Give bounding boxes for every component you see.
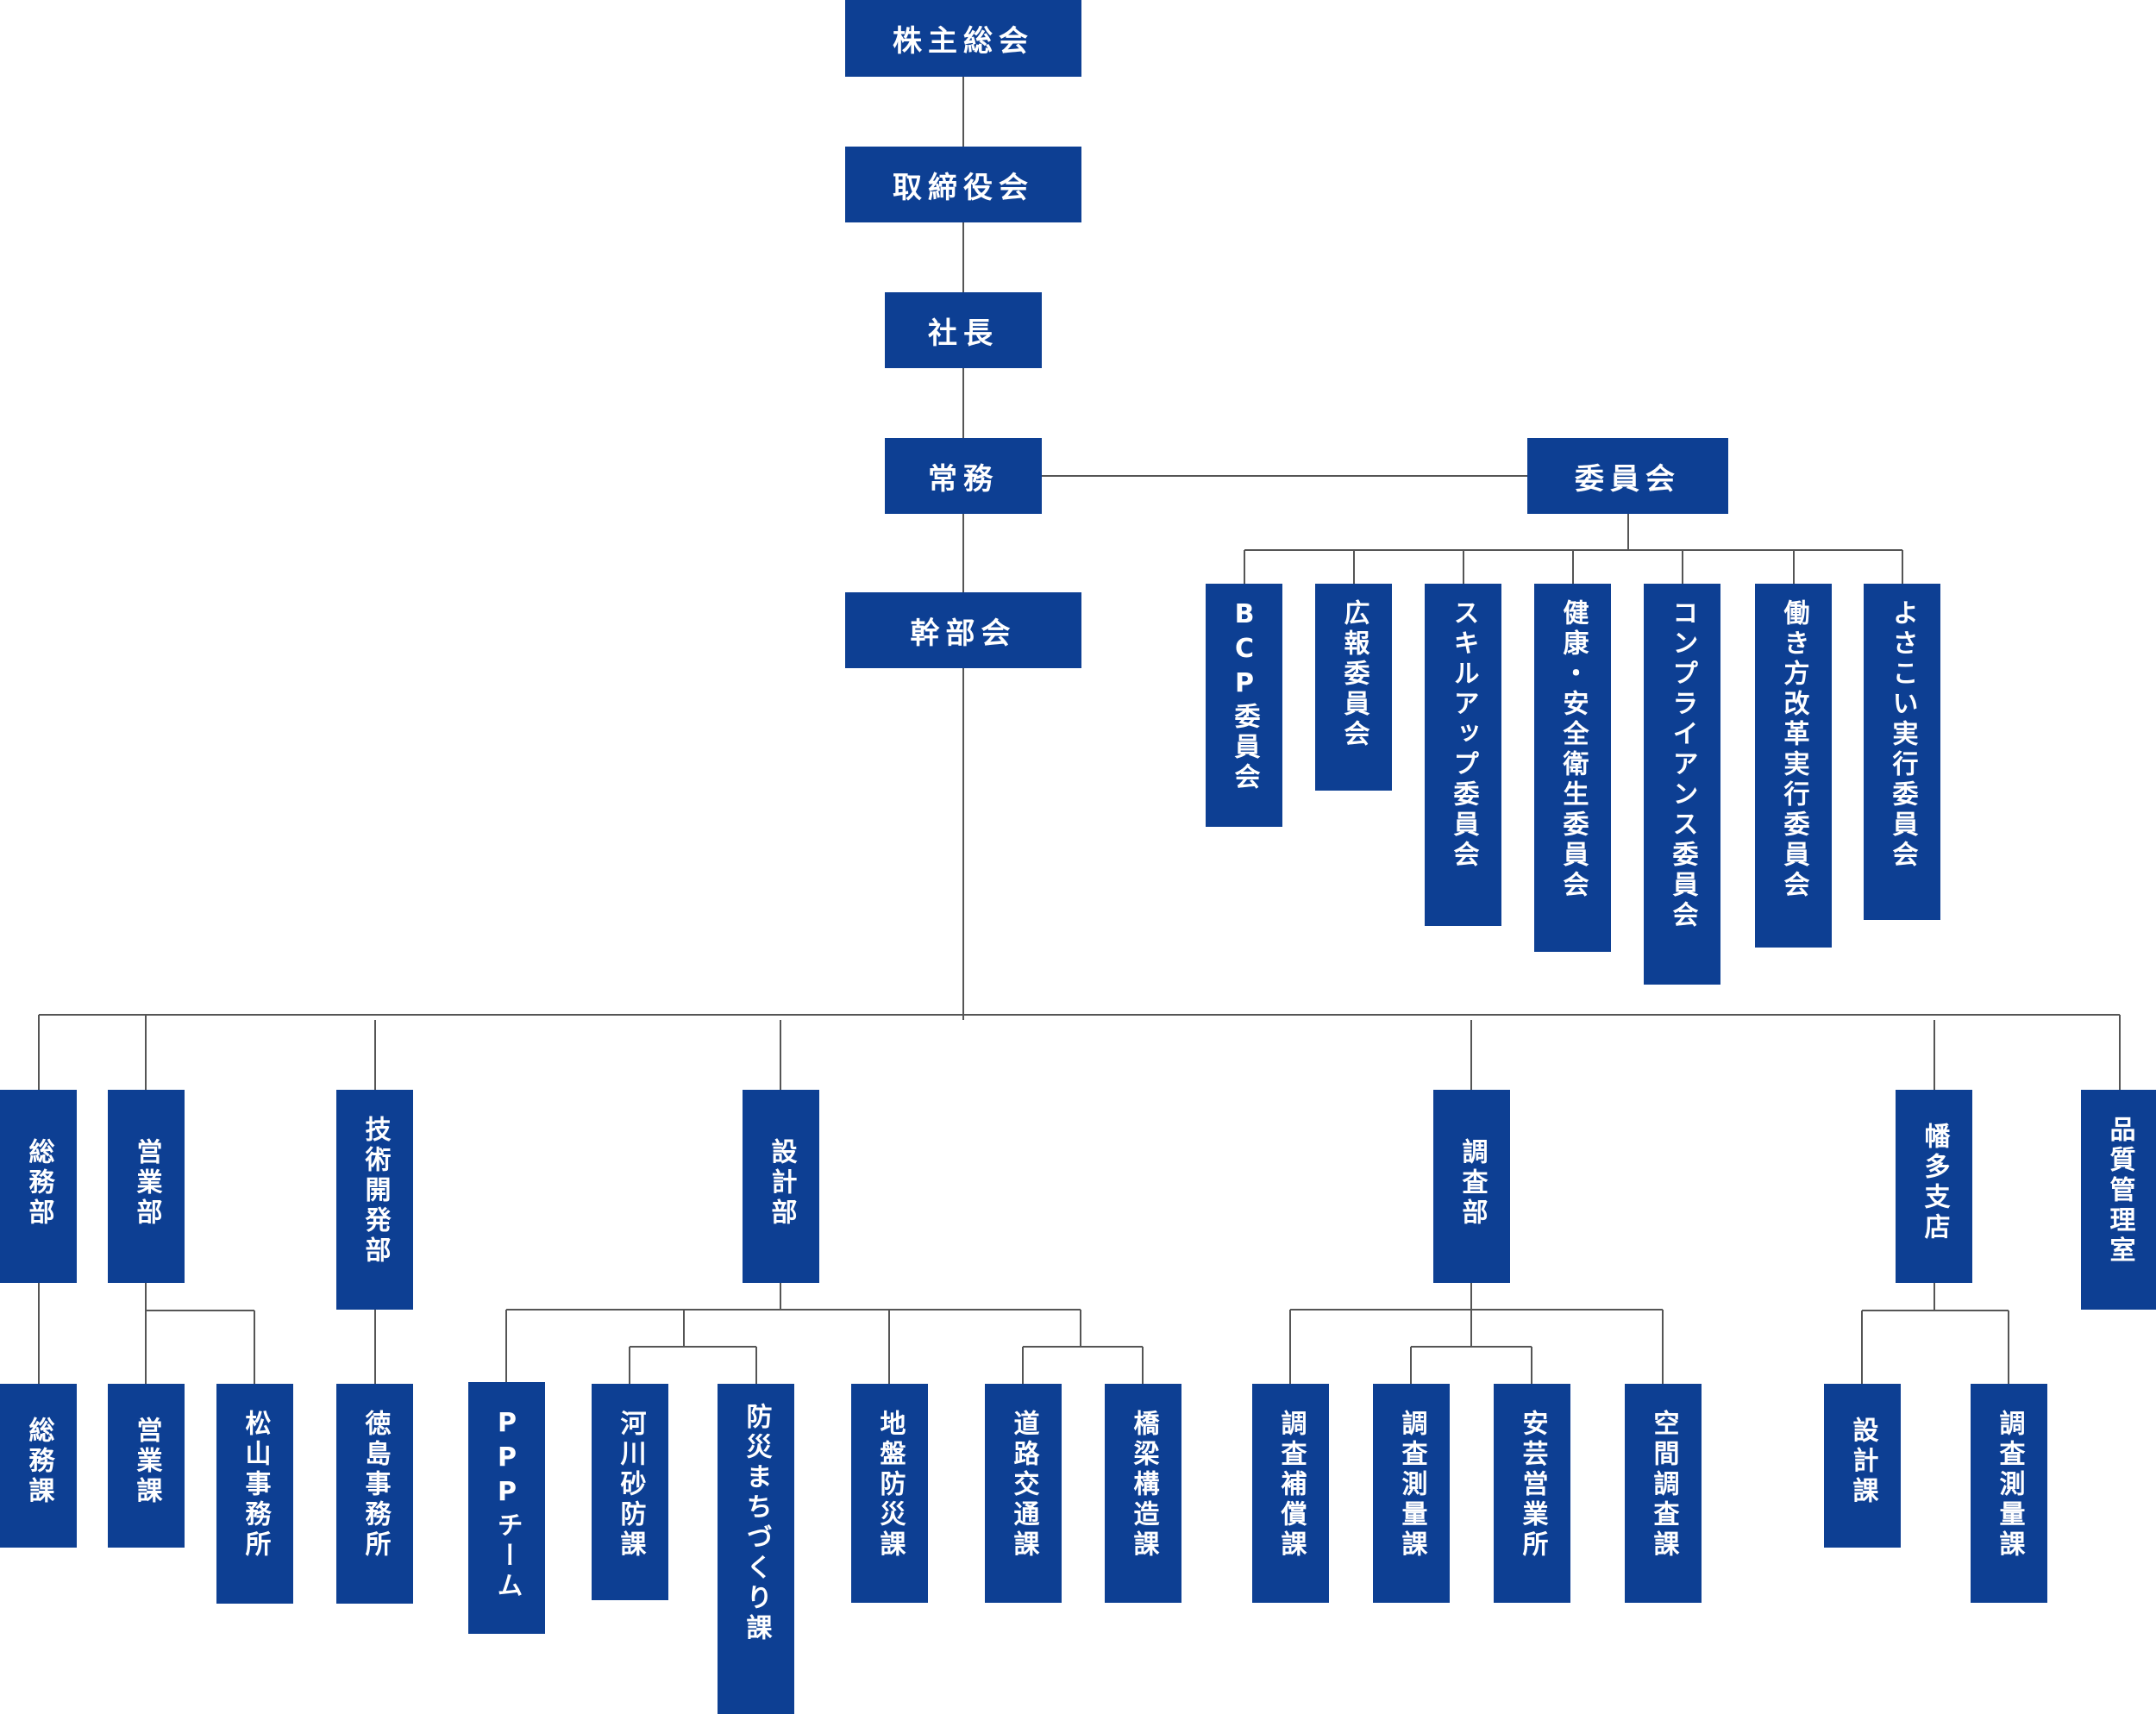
dept-general-affairs: 総務部	[0, 1090, 77, 1283]
section-spatial-survey: 空間調査課	[1625, 1384, 1702, 1603]
section-general-affairs: 総務課	[0, 1384, 77, 1548]
managing-director: 常務	[885, 438, 1042, 514]
dept-survey: 調査部	[1433, 1090, 1510, 1283]
section-survey-compensation: 調査補償課	[1252, 1384, 1329, 1603]
branch-hata: 幡多支店	[1896, 1090, 1972, 1283]
section-hata-design: 設計課	[1824, 1384, 1901, 1548]
committee-node: 委員会	[1527, 438, 1728, 514]
office-matsuyama: 松山事務所	[216, 1384, 293, 1604]
committee-bcp: BCP委員会	[1206, 584, 1282, 827]
shareholders-meeting: 株主総会	[845, 0, 1081, 77]
section-bridge-structure: 橋梁構造課	[1105, 1384, 1181, 1603]
committee-yosakoi: よさこい実行委員会	[1864, 584, 1940, 920]
section-road-traffic: 道路交通課	[985, 1384, 1062, 1603]
office-tokushima: 徳島事務所	[336, 1384, 413, 1604]
section-survey-measurement: 調査測量課	[1373, 1384, 1450, 1603]
dept-quality-control: 品質管理室	[2081, 1090, 2156, 1310]
committee-workstyle: 働き方改革実行委員会	[1755, 584, 1832, 948]
committee-health-safety: 健康・安全衛生委員会	[1534, 584, 1611, 952]
team-ppp: PPPチーム	[468, 1382, 545, 1634]
committee-compliance: コンプライアンス委員会	[1644, 584, 1720, 985]
office-aki: 安芸営業所	[1494, 1384, 1570, 1603]
section-river-erosion: 河川砂防課	[592, 1384, 668, 1600]
section-ground-disaster: 地盤防災課	[851, 1384, 928, 1603]
committee-skillup: スキルアップ委員会	[1425, 584, 1501, 926]
dept-sales: 営業部	[108, 1090, 185, 1283]
section-disaster-townmaking: 防災まちづくり課	[718, 1384, 794, 1714]
board-of-directors: 取締役会	[845, 147, 1081, 222]
executive-meeting: 幹部会	[845, 592, 1081, 668]
committee-pr: 広報委員会	[1315, 584, 1392, 791]
president: 社長	[885, 292, 1042, 368]
section-hata-survey-measurement: 調査測量課	[1971, 1384, 2047, 1603]
dept-tech-dev: 技術開発部	[336, 1090, 413, 1310]
dept-design: 設計部	[743, 1090, 819, 1283]
section-sales: 営業課	[108, 1384, 185, 1548]
